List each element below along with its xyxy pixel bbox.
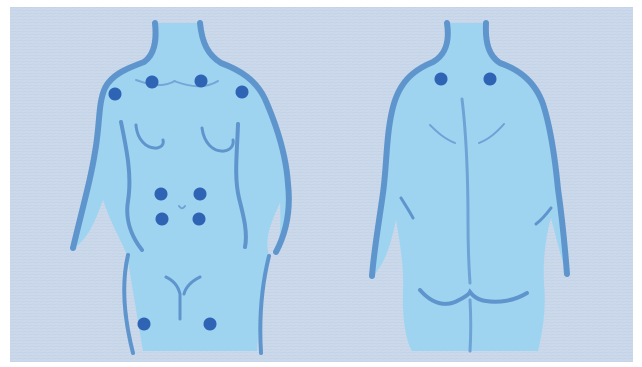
marker-front-abdomen-upper-left bbox=[155, 188, 168, 201]
back-leg-divide-line bbox=[470, 300, 471, 351]
marker-front-shoulder-left bbox=[109, 88, 122, 101]
marker-front-upper-chest-left bbox=[146, 76, 159, 89]
marker-back-upper-right bbox=[484, 73, 497, 86]
marker-front-abdomen-lower-right bbox=[193, 213, 206, 226]
marker-front-upper-chest-right bbox=[195, 75, 208, 88]
tender-points-figure bbox=[10, 7, 633, 362]
marker-front-abdomen-lower-left bbox=[156, 213, 169, 226]
marker-back-upper-left bbox=[435, 73, 448, 86]
marker-front-abdomen-upper-right bbox=[194, 188, 207, 201]
marker-front-shoulder-right bbox=[236, 86, 249, 99]
marker-front-thigh-left bbox=[138, 318, 151, 331]
paper-background bbox=[10, 7, 633, 362]
marker-front-thigh-right bbox=[204, 318, 217, 331]
